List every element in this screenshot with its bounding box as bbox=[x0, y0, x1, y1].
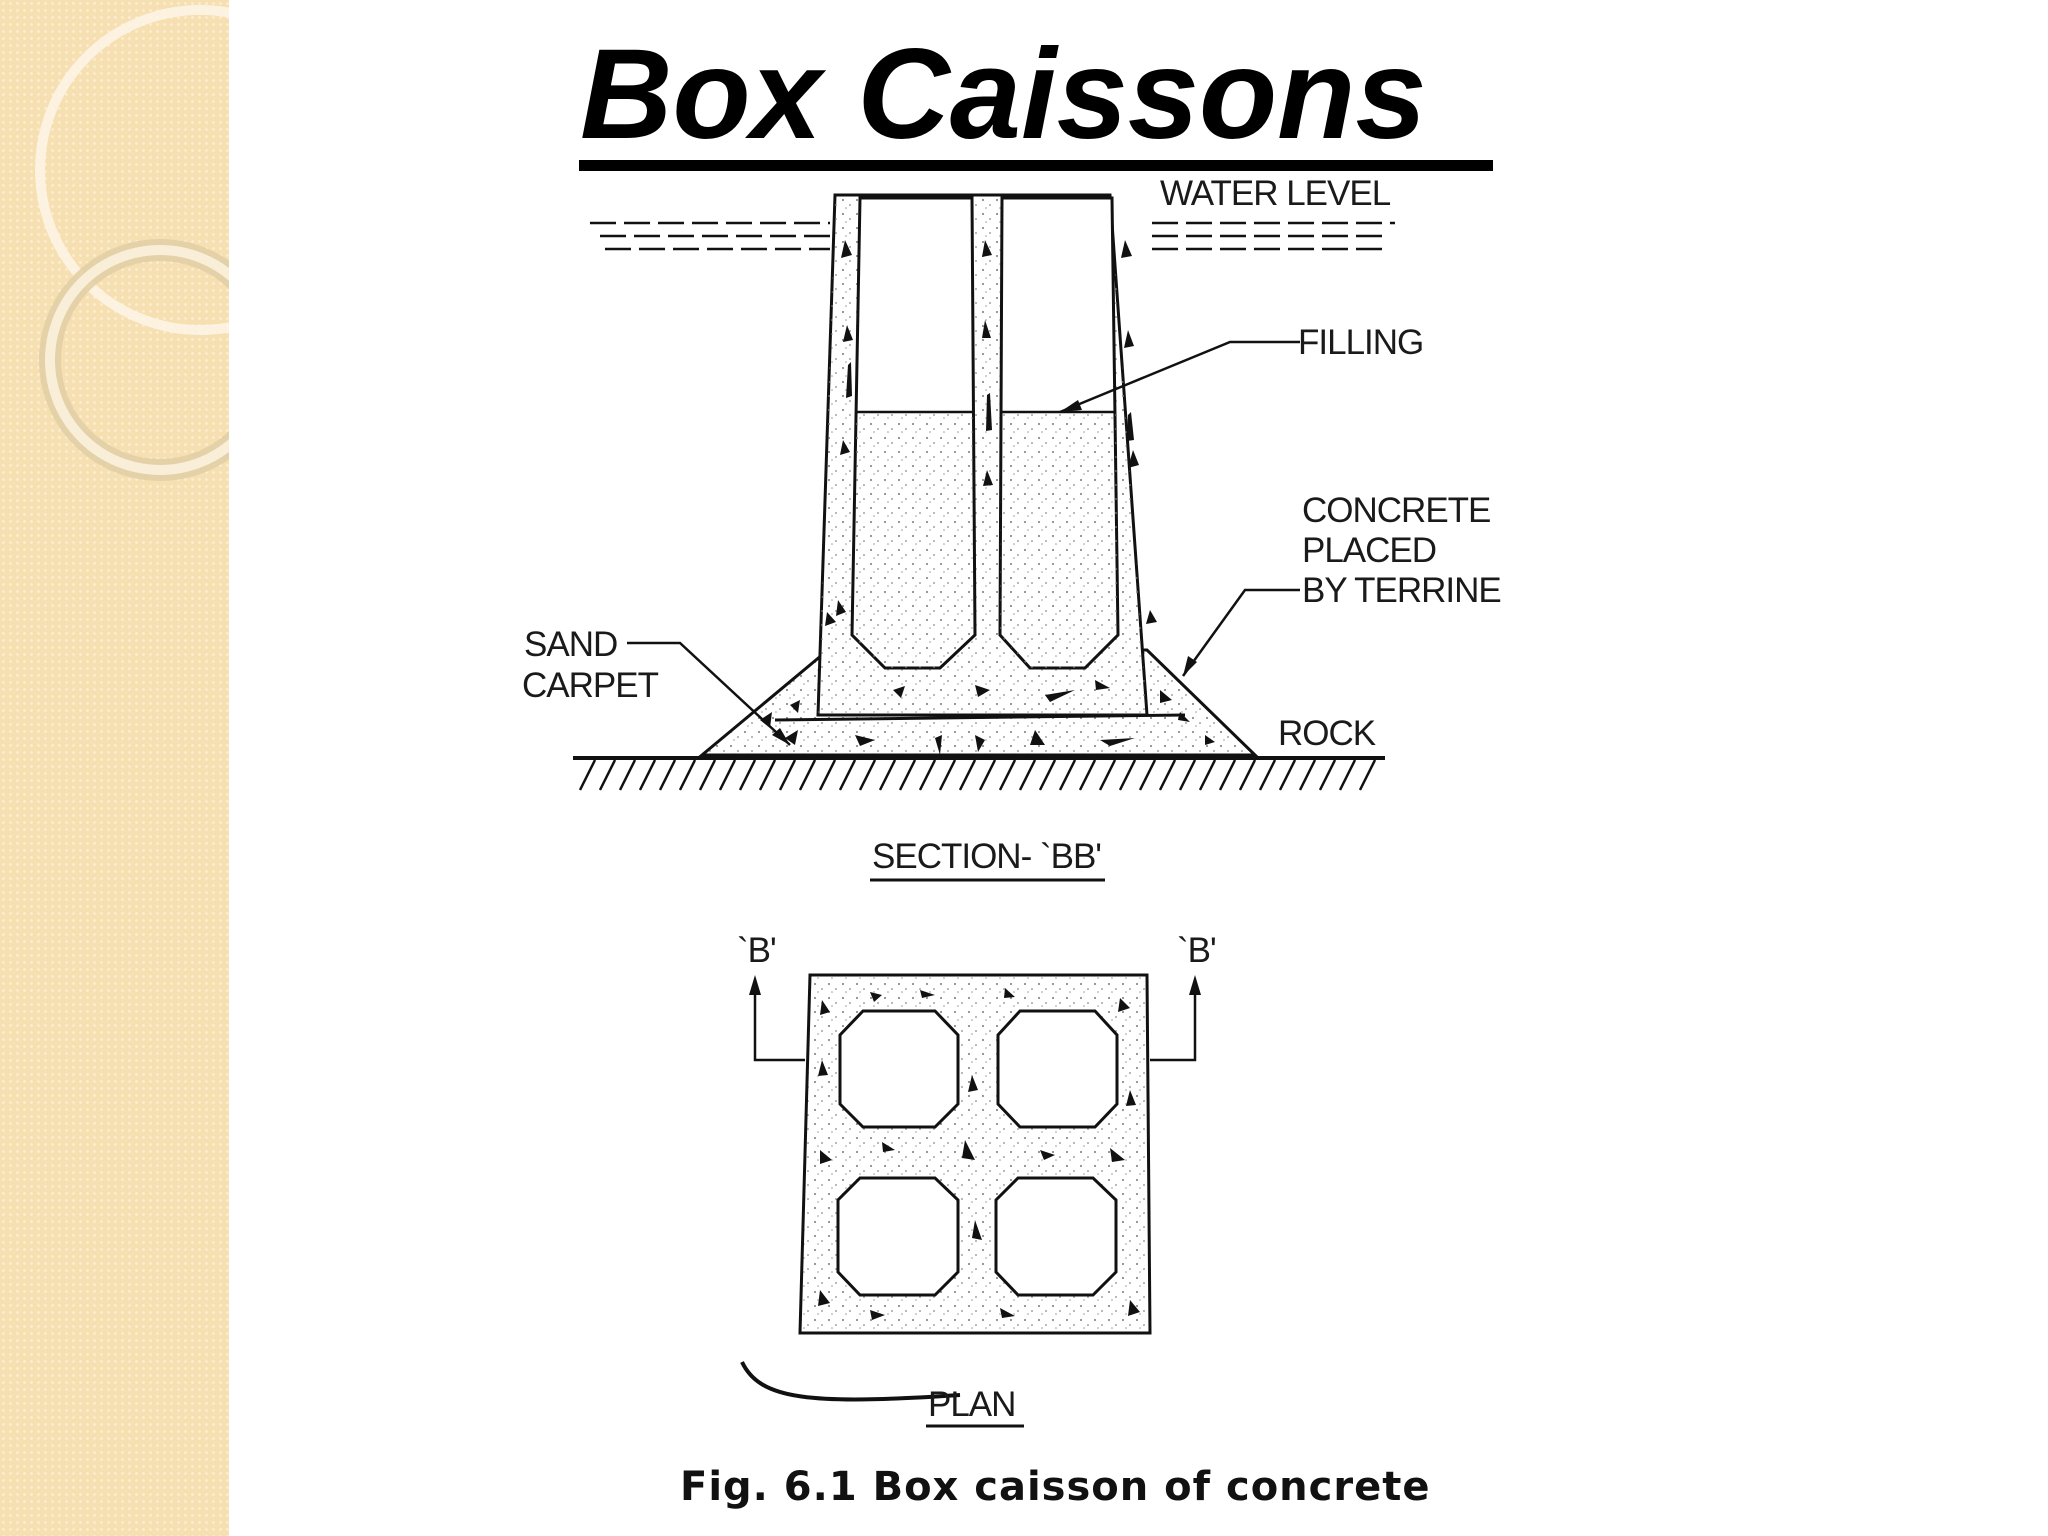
right-cell-filling bbox=[1000, 412, 1118, 668]
title-underline bbox=[579, 160, 1493, 171]
section-marker-left: `B' bbox=[737, 931, 776, 970]
concrete-label-line3: BY TERRINE bbox=[1302, 571, 1501, 610]
slide-title: Box Caissons bbox=[580, 23, 1427, 166]
section-bb: WATER LEVEL FILLING CONCRETE PLACED BY T… bbox=[522, 174, 1502, 882]
concrete-label-line2: PLACED bbox=[1302, 531, 1436, 570]
section-marker-right: `B' bbox=[1177, 931, 1216, 970]
rock-hatching bbox=[578, 759, 1377, 791]
filling-leader bbox=[1059, 340, 1300, 414]
plan-cell-bottom-left bbox=[836, 1176, 960, 1297]
filling-label: FILLING bbox=[1298, 323, 1423, 362]
section-bb-title: SECTION- `BB' bbox=[872, 837, 1101, 876]
sand-carpet-label-line1: SAND bbox=[524, 625, 617, 664]
decorative-circles bbox=[35, 5, 229, 481]
plan-aggregate-marks bbox=[818, 988, 1140, 1320]
aggregate-marks bbox=[760, 240, 1215, 755]
plan-cell-top-right bbox=[996, 1009, 1119, 1129]
plan-title: PLAN bbox=[928, 1385, 1015, 1424]
plan-cell-top-left bbox=[838, 1009, 960, 1129]
figure-caption: Fig. 6.1 Box caisson of concrete bbox=[680, 1464, 1430, 1510]
water-level-lines bbox=[590, 221, 1395, 251]
rock-label: ROCK bbox=[1278, 714, 1376, 753]
plan-pointer-curve bbox=[740, 1361, 961, 1402]
concrete-leader bbox=[1181, 588, 1300, 677]
sand-carpet-label-line2: CARPET bbox=[522, 666, 659, 705]
section-arrow-left bbox=[753, 990, 805, 1062]
plan-cell-bottom-right bbox=[994, 1176, 1118, 1297]
plan-view: `B' `B' bbox=[737, 931, 1217, 1428]
section-arrow-right bbox=[1150, 990, 1197, 1062]
sand-carpet-leader bbox=[627, 641, 791, 746]
left-cell-filling bbox=[852, 412, 975, 668]
decorative-side-band bbox=[0, 0, 229, 1536]
water-level-label: WATER LEVEL bbox=[1160, 174, 1391, 213]
concrete-label-line1: CONCRETE bbox=[1302, 491, 1490, 530]
